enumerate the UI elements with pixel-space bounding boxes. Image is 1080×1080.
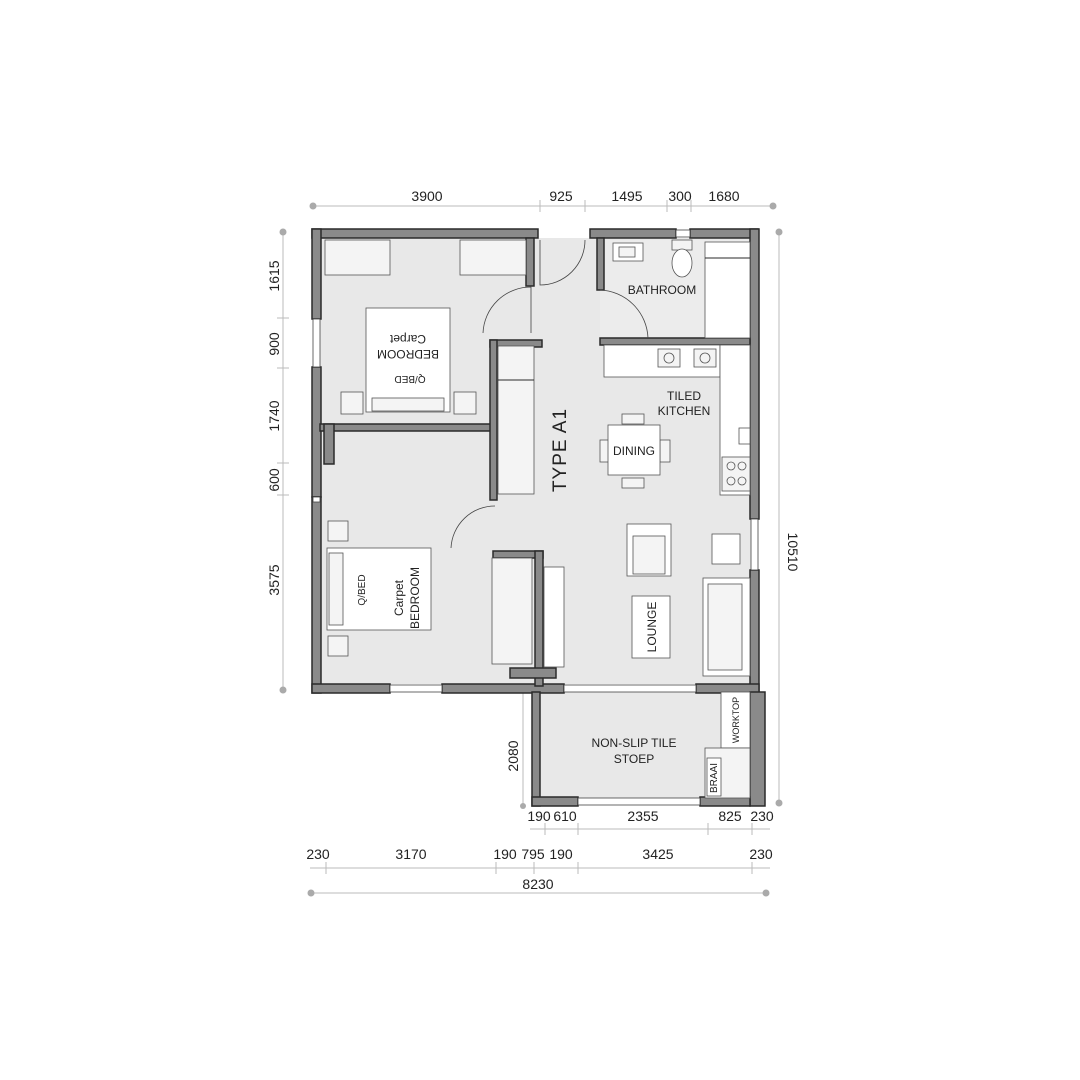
dim-right: 10510: [785, 533, 801, 572]
dining-label: DINING: [613, 444, 655, 458]
bedroom-top-name: BEDROOM: [377, 347, 439, 361]
dim-left-5: 3575: [266, 564, 282, 595]
dimension-lines: [277, 200, 783, 897]
dim-stoep-5: 230: [750, 808, 774, 824]
room-labels: BEDROOM Carpet Q/BED Carpet BEDROOM Q/BE…: [357, 283, 741, 793]
dim-bottom-7: 230: [749, 846, 773, 862]
dim-left-2: 900: [266, 332, 282, 356]
dim-top-3: 1495: [611, 188, 642, 204]
dim-bottom-1: 230: [306, 846, 330, 862]
bedroom-top-finish: Carpet: [389, 332, 426, 346]
bedroom-bottom-furniture: [326, 520, 432, 657]
dim-bottom-4: 795: [521, 846, 545, 862]
bathroom-fixtures: [612, 239, 751, 339]
bedroom-bottom-name: BEDROOM: [408, 567, 422, 629]
stoep-label-1: NON-SLIP TILE: [592, 736, 677, 750]
braai-label: BRAAI: [709, 763, 720, 793]
kitchen-label-2: KITCHEN: [658, 404, 711, 418]
dim-stoep-3: 2355: [627, 808, 658, 824]
dimension-labels: 3900 925 1495 300 1680 1615 900 1740 600…: [266, 188, 801, 892]
bedroom-top-furniture: [324, 239, 527, 415]
dim-stoep-1: 190: [527, 808, 551, 824]
dim-stoep-2: 610: [553, 808, 577, 824]
cupboards: [491, 345, 565, 668]
kitchen-label-1: TILED: [667, 389, 701, 403]
dim-stoep-height: 2080: [505, 740, 521, 771]
doors: [450, 239, 649, 549]
dim-bottom-6: 3425: [642, 846, 673, 862]
bedroom-top-bed: Q/BED: [394, 373, 425, 384]
dim-left-4: 600: [266, 468, 282, 492]
dim-left-1: 1615: [266, 260, 282, 291]
bathroom-label: BATHROOM: [628, 283, 696, 297]
type-label: TYPE A1: [550, 408, 571, 492]
bedroom-bottom-bed: Q/BED: [357, 574, 368, 605]
stoep-label-2: STOEP: [614, 752, 654, 766]
dim-top-5: 1680: [708, 188, 739, 204]
dim-bottom-2: 3170: [395, 846, 426, 862]
worktop-label: WORKTOP: [731, 697, 741, 743]
dim-bottom-3: 190: [493, 846, 517, 862]
dim-stoep-4: 825: [718, 808, 742, 824]
dim-bottom-5: 190: [549, 846, 573, 862]
stoep-fixtures: [704, 691, 751, 799]
kitchen-fixtures: [603, 344, 751, 496]
dim-top-4: 300: [668, 188, 692, 204]
dim-top-2: 925: [549, 188, 573, 204]
lounge-furniture: [626, 523, 751, 677]
windows: [312, 229, 759, 806]
bedroom-bottom-finish: Carpet: [392, 579, 406, 616]
lounge-label: LOUNGE: [645, 602, 659, 653]
dim-top-1: 3900: [411, 188, 442, 204]
dim-overall-width: 8230: [522, 876, 553, 892]
dining-table: [599, 413, 671, 489]
dim-left-3: 1740: [266, 400, 282, 431]
